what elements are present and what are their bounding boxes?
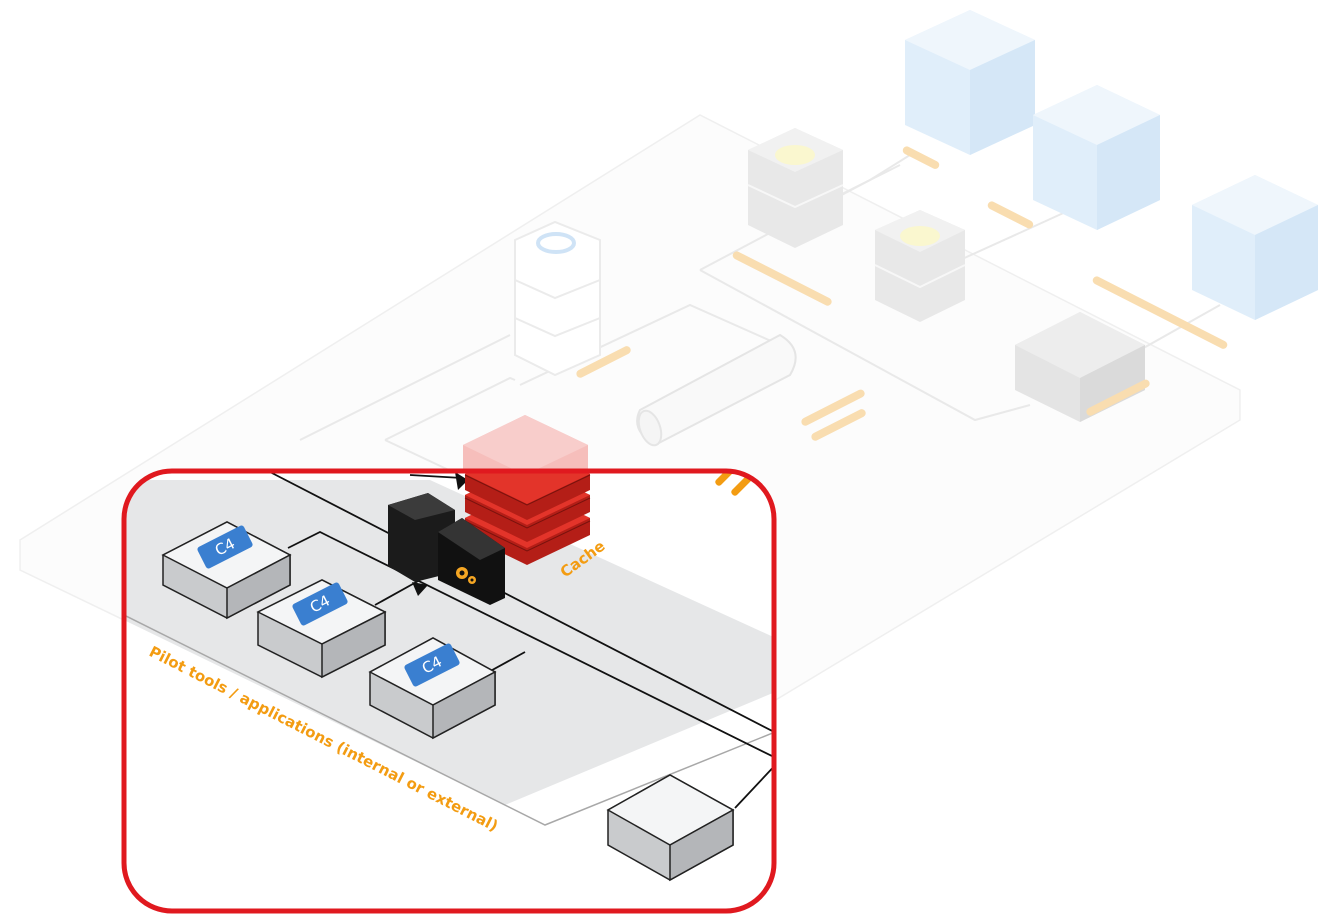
- plain-box: [606, 774, 735, 882]
- gray-box-icon: [1015, 312, 1145, 422]
- gray-database-icon-1: [747, 128, 844, 248]
- c4-chip-2: C4: [292, 582, 348, 626]
- faded-cache-top: [463, 415, 588, 475]
- gateway-icon: [388, 493, 505, 605]
- light-blue-cube-icon-3: [1192, 175, 1318, 320]
- c4-chip-3: C4: [404, 643, 460, 687]
- c4-chip-1: C4: [197, 525, 253, 569]
- light-blue-cube-icon-2: [1033, 85, 1160, 230]
- cache-icon: [464, 471, 591, 565]
- pipe-queue-icon: [636, 333, 797, 447]
- highlight-content: C4 C4 C4 Cache Pilot tools / application…: [124, 471, 774, 911]
- light-blue-cube-icon-1: [905, 10, 1035, 155]
- arrow-head-2: [455, 472, 468, 490]
- highlight-frame: [121, 468, 777, 914]
- gray-database-icon-2: [874, 210, 966, 322]
- white-database-icon: [514, 220, 601, 377]
- gear-icon: [456, 567, 476, 584]
- arrow-head-1: [412, 582, 428, 596]
- faded-labels: [576, 146, 1228, 441]
- pilot-platform-outline: [124, 614, 774, 826]
- c4-box-2: [256, 579, 387, 679]
